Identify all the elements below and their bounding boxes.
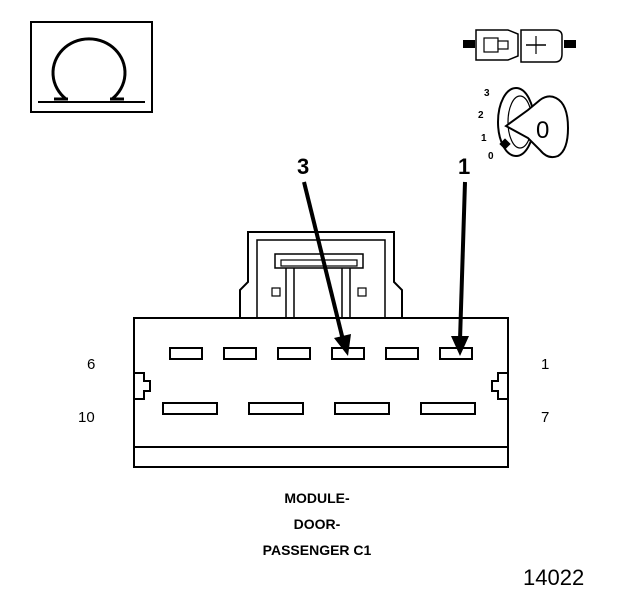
caption-line-2: DOOR- xyxy=(294,516,341,532)
key-position-2: 2 xyxy=(478,110,484,121)
caption-line-1: MODULE- xyxy=(284,490,350,506)
left-key-tab xyxy=(134,372,151,400)
cavity-pin-9 xyxy=(248,402,304,415)
cavity-pin-5 xyxy=(223,347,257,360)
callout-label-3: 3 xyxy=(297,154,309,179)
connector-body xyxy=(133,317,509,468)
right-key-tab xyxy=(491,372,508,400)
ignition-key-icon: 0 3 2 1 0 xyxy=(478,87,570,162)
pin-label-top-right: 1 xyxy=(541,356,549,373)
figure-number: 14022 xyxy=(523,565,584,590)
callout-arrow-3 xyxy=(302,181,351,356)
key-position-3: 3 xyxy=(484,88,490,99)
callout-arrow-1 xyxy=(451,181,469,356)
key-face-label: 0 xyxy=(536,117,549,144)
cavity-pin-2 xyxy=(385,347,419,360)
ohm-symbol xyxy=(30,21,153,113)
inline-connector-icon xyxy=(463,29,576,63)
cavity-pin-1 xyxy=(439,347,473,360)
cavity-pin-4 xyxy=(277,347,311,360)
cavity-pin-7 xyxy=(420,402,476,415)
key-position-0: 0 xyxy=(488,151,494,162)
cavity-pin-8 xyxy=(334,402,390,415)
cavity-pin-10 xyxy=(162,402,218,415)
callout-label-1: 1 xyxy=(458,154,470,179)
pin-label-top-left: 6 xyxy=(87,356,95,373)
ohm-icon xyxy=(51,37,127,101)
pin-label-bottom-left: 10 xyxy=(78,409,95,426)
cavity-pin-6 xyxy=(169,347,203,360)
bottom-row-cavities xyxy=(162,402,476,415)
caption-line-3: PASSENGER C1 xyxy=(263,542,372,558)
connector-latch xyxy=(239,231,403,318)
pin-label-bottom-right: 7 xyxy=(541,409,549,426)
key-pointer xyxy=(499,138,511,150)
key-position-1: 1 xyxy=(481,133,487,144)
